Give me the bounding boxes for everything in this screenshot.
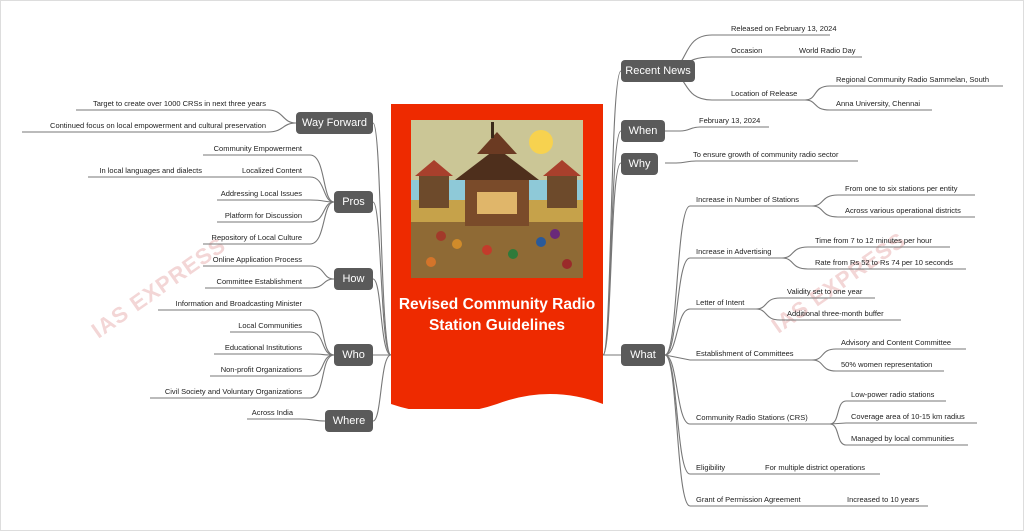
node-when-date: February 13, 2024 bbox=[699, 116, 761, 125]
node-what-detail: Low-power radio stations bbox=[851, 390, 935, 399]
branch-what[interactable]: What bbox=[621, 344, 665, 366]
node-way-forward-item: Continued focus on local empowerment and… bbox=[50, 121, 266, 130]
node-what-item: Increase in Advertising bbox=[696, 247, 772, 256]
node-who-item: Non-profit Organizations bbox=[220, 365, 302, 374]
node-what-item: Grant of Permission Agreement bbox=[696, 495, 801, 504]
node-what-detail: Across various operational districts bbox=[845, 206, 961, 215]
branch-pros[interactable]: Pros bbox=[334, 191, 373, 213]
node-occasion: Occasion bbox=[731, 46, 763, 55]
node-pros-item: Addressing Local Issues bbox=[220, 189, 302, 198]
node-pros-item: Community Empowerment bbox=[213, 144, 302, 153]
node-who-item: Information and Broadcasting Minister bbox=[175, 299, 302, 308]
node-what-item: Eligibility bbox=[696, 463, 726, 472]
node-location-of-release: Location of Release bbox=[731, 89, 798, 98]
node-pros-item: Localized Content bbox=[241, 166, 302, 175]
community-radio-illustration bbox=[411, 120, 583, 278]
node-how-item: Online Application Process bbox=[212, 255, 302, 264]
node-where-item: Across India bbox=[251, 408, 293, 417]
branch-who[interactable]: Who bbox=[334, 344, 373, 366]
node-what-detail: From one to six stations per entity bbox=[845, 184, 958, 193]
node-what-item: Community Radio Stations (CRS) bbox=[696, 413, 808, 422]
node-what-item: Increase in Number of Stations bbox=[696, 195, 799, 204]
node-what-item: Establishment of Committees bbox=[696, 349, 794, 358]
branch-when[interactable]: When bbox=[621, 120, 665, 142]
node-what-detail: Time from 7 to 12 minutes per hour bbox=[815, 236, 932, 245]
branch-how[interactable]: How bbox=[334, 268, 373, 290]
central-topic-card: Revised Community Radio Station Guidelin… bbox=[391, 104, 603, 409]
node-what-detail: Validity set to one year bbox=[787, 287, 863, 296]
node-pros-item: Repository of Local Culture bbox=[211, 233, 302, 242]
branch-where[interactable]: Where bbox=[325, 410, 373, 432]
node-what-detail: Advisory and Content Committee bbox=[841, 338, 952, 347]
branch-way-forward[interactable]: Way Forward bbox=[296, 112, 373, 134]
node-what-detail: For multiple district operations bbox=[765, 463, 866, 472]
node-what-detail: 50% women representation bbox=[841, 360, 933, 369]
node-released-date: Released on February 13, 2024 bbox=[731, 24, 837, 33]
branch-why[interactable]: Why bbox=[621, 153, 658, 175]
node-what-detail: Increased to 10 years bbox=[847, 495, 920, 504]
node-what-item: Letter of Intent bbox=[696, 298, 745, 307]
node-why-reason: To ensure growth of community radio sect… bbox=[693, 150, 839, 159]
node-who-item: Educational Institutions bbox=[224, 343, 302, 352]
node-location-value: Regional Community Radio Sammelan, South bbox=[836, 75, 989, 84]
branch-recent-news[interactable]: Recent News bbox=[621, 60, 695, 82]
node-who-item: Local Communities bbox=[238, 321, 302, 330]
node-what-detail: Additional three-month buffer bbox=[787, 309, 884, 318]
node-pros-item: Platform for Discussion bbox=[224, 211, 302, 220]
node-what-detail: Managed by local communities bbox=[851, 434, 954, 443]
node-what-detail: Rate from Rs 52 to Rs 74 per 10 seconds bbox=[815, 258, 953, 267]
node-pros-detail: In local languages and dialects bbox=[99, 166, 202, 175]
central-topic-title: Revised Community Radio Station Guidelin… bbox=[398, 296, 596, 334]
node-what-detail: Coverage area of 10-15 km radius bbox=[851, 412, 965, 421]
node-how-item: Committee Establishment bbox=[216, 277, 302, 286]
node-occasion-value: World Radio Day bbox=[799, 46, 856, 55]
node-way-forward-item: Target to create over 1000 CRSs in next … bbox=[92, 99, 266, 108]
node-location-value: Anna University, Chennai bbox=[836, 99, 921, 108]
node-who-item: Civil Society and Voluntary Organization… bbox=[164, 387, 302, 396]
